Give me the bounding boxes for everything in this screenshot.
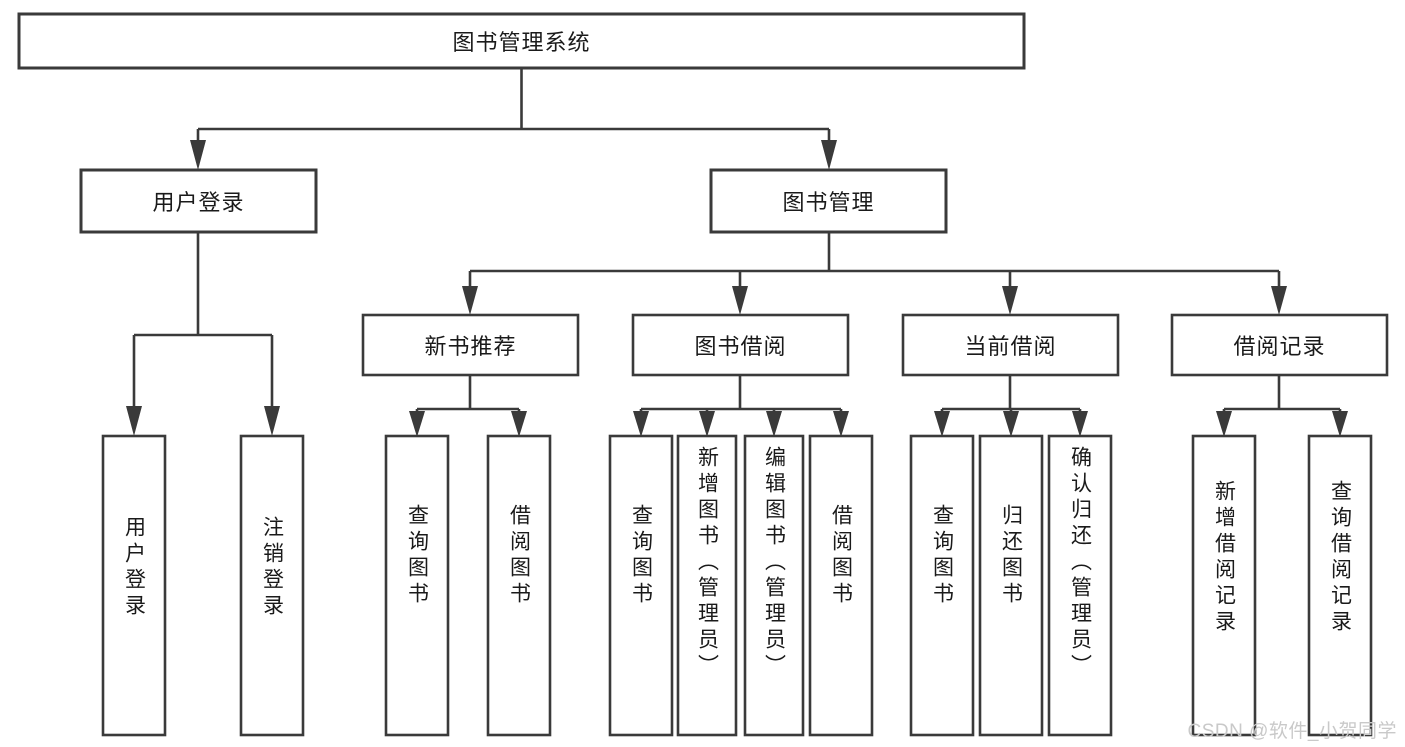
node-box-leaf-add-record[interactable] [1191,434,1257,737]
node-box-leaf-borrow-book-2[interactable] [808,434,874,737]
arrow-head-leaf-edit-book [766,411,782,437]
arrow-head-leaf-query-book-1 [409,411,425,437]
node-box-leaf-add-book[interactable] [676,434,738,737]
connector-group-root [190,68,837,170]
connector-group-new-book-recommend [409,375,527,437]
node-box-leaf-borrow-book-1[interactable] [486,434,552,737]
arrow-head-leaf-borrow-book-2 [833,411,849,437]
arrow-head-leaf-add-book [699,411,715,437]
arrow-head-book-manage [821,140,837,170]
node-box-user-login[interactable] [79,168,318,234]
arrow-head-leaf-user-login [126,406,142,436]
arrow-head-leaf-query-book-3 [934,411,950,437]
node-box-root[interactable] [17,12,1026,70]
node-box-leaf-query-book-1[interactable] [384,434,450,737]
node-box-leaf-edit-book[interactable] [743,434,805,737]
node-box-leaf-user-login[interactable] [101,434,167,737]
node-box-leaf-return-book[interactable] [978,434,1044,737]
csdn-watermark: CSDN @软件_小贺同学 [1187,721,1397,742]
node-box-book-borrow[interactable] [631,313,850,377]
arrow-head-borrow-record [1271,286,1287,315]
arrow-head-leaf-confirm-return [1072,411,1088,437]
node-box-current-borrow[interactable] [901,313,1120,377]
arrow-head-leaf-user-logout [264,406,280,436]
arrow-head-book-borrow [732,286,748,315]
arrow-head-new-book-recommend [462,286,478,315]
connector-group-book-manage [462,232,1287,315]
connector-group-book-borrow [633,375,849,437]
node-box-leaf-confirm-return[interactable] [1047,434,1113,737]
node-box-book-manage[interactable] [709,168,948,234]
connector-group-user-login [126,232,280,436]
node-box-borrow-record[interactable] [1170,313,1389,377]
arrow-head-leaf-query-record [1332,411,1348,437]
arrow-head-user-login [190,140,206,170]
node-box-new-book-recommend[interactable] [361,313,580,377]
arrow-head-leaf-add-record [1216,411,1232,437]
node-box-leaf-query-record[interactable] [1307,434,1373,737]
connector-group-current-borrow [934,375,1088,437]
arrow-head-leaf-return-book [1003,411,1019,437]
node-box-leaf-query-book-3[interactable] [909,434,975,737]
node-box-leaf-user-logout[interactable] [239,434,305,737]
arrow-head-leaf-borrow-book-1 [511,411,527,437]
connector-group-borrow-record [1216,375,1348,437]
node-box-leaf-query-book-2[interactable] [608,434,674,737]
arrow-head-current-borrow [1002,286,1018,315]
arrow-head-leaf-query-book-2 [633,411,649,437]
